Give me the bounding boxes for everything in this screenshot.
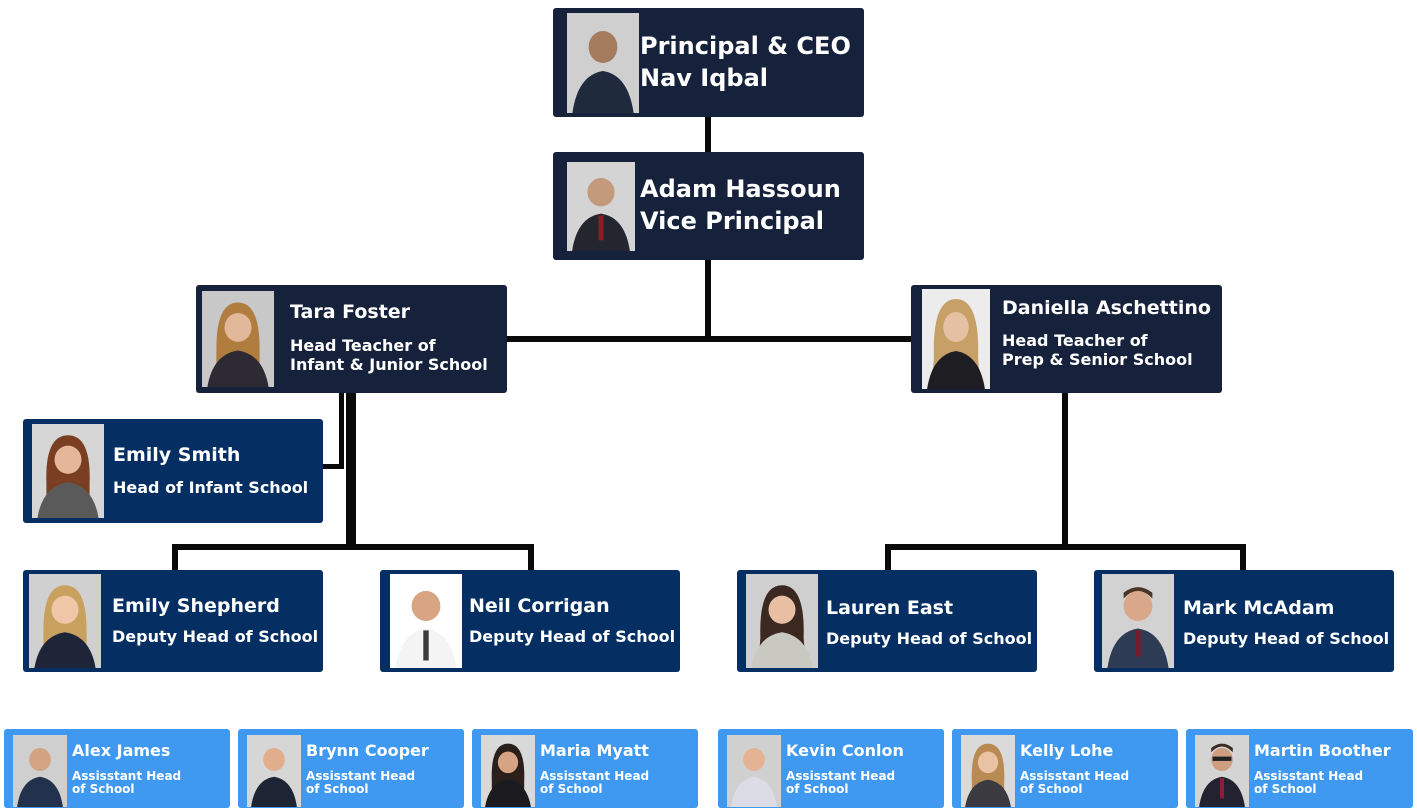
- deputy-photo: [390, 574, 462, 668]
- deputy-card: Neil Corrigan Deputy Head of School: [380, 570, 680, 672]
- assistant-role-line2: of School: [1020, 782, 1083, 796]
- assistant-card: Kelly Lohe Assisstant Head of School: [952, 729, 1178, 808]
- vice-principal-card: Adam Hassoun Vice Principal: [553, 152, 864, 260]
- deputy-name: Mark McAdam: [1183, 597, 1335, 619]
- assistant-photo: [727, 735, 781, 807]
- deputy-photo: [29, 574, 101, 668]
- head-role-line2: Prep & Senior School: [1002, 350, 1193, 369]
- vice-principal-name: Adam Hassoun: [640, 175, 841, 203]
- deputy-photo: [746, 574, 818, 668]
- assistant-role-line1: Assisstant Head: [1020, 769, 1130, 783]
- assistant-card: Alex James Assisstant Head of School: [4, 729, 230, 808]
- assistant-role-line2: of School: [1254, 782, 1317, 796]
- assistant-role-line2: of School: [540, 782, 603, 796]
- connector-tara-infant-a: [339, 392, 344, 468]
- assistant-card: Maria Myatt Assisstant Head of School: [472, 729, 698, 808]
- head-card: Daniella Aschettino Head Teacher of Prep…: [911, 285, 1222, 393]
- assistant-role-line1: Assisstant Head: [72, 769, 182, 783]
- connector-left-deputy-2: [528, 544, 534, 572]
- connector-right-deputy-2: [1240, 544, 1246, 572]
- assistant-name: Martin Boother: [1254, 741, 1391, 760]
- deputy-card: Mark McAdam Deputy Head of School: [1094, 570, 1394, 672]
- vice-principal-title: Vice Principal: [640, 207, 825, 235]
- vice-principal-photo: [567, 162, 635, 251]
- infant-head-name: Emily Smith: [113, 444, 241, 466]
- deputy-name: Neil Corrigan: [469, 595, 610, 617]
- assistant-role-line1: Assisstant Head: [540, 769, 650, 783]
- assistant-name: Kevin Conlon: [786, 741, 904, 760]
- deputy-photo: [1102, 574, 1174, 668]
- assistant-name: Maria Myatt: [540, 741, 649, 760]
- deputy-name: Lauren East: [826, 597, 954, 619]
- head-card: Tara Foster Head Teacher of Infant & Jun…: [196, 285, 507, 393]
- head-role-line2: Infant & Junior School: [290, 355, 488, 374]
- assistant-role-line2: of School: [72, 782, 135, 796]
- deputy-role: Deputy Head of School: [1183, 629, 1390, 648]
- assistant-name: Kelly Lohe: [1020, 741, 1114, 760]
- connector-vice-down: [705, 259, 711, 341]
- ceo-name: Nav Iqbal: [640, 64, 768, 92]
- assistant-photo: [961, 735, 1015, 807]
- infant-head-card: Emily Smith Head of Infant School: [23, 419, 323, 523]
- head-name: Tara Foster: [290, 301, 411, 323]
- assistant-card: Martin Boother Assisstant Head of School: [1186, 729, 1413, 808]
- connector-right-deputies-h: [885, 544, 1246, 550]
- assistant-role-line1: Assisstant Head: [786, 769, 896, 783]
- head-photo: [922, 289, 990, 389]
- deputy-role: Deputy Head of School: [469, 627, 676, 646]
- deputy-role: Deputy Head of School: [112, 627, 319, 646]
- assistant-card: Kevin Conlon Assisstant Head of School: [718, 729, 944, 808]
- connector-left-deputy-1: [172, 544, 178, 572]
- head-name: Daniella Aschettino: [1002, 297, 1211, 319]
- head-photo: [202, 291, 274, 387]
- assistant-role-line1: Assisstant Head: [306, 769, 416, 783]
- assistant-name: Brynn Cooper: [306, 741, 429, 760]
- deputy-role: Deputy Head of School: [826, 629, 1033, 648]
- assistant-role-line2: of School: [786, 782, 849, 796]
- assistant-photo: [481, 735, 535, 807]
- ceo-card: Principal & CEO Nav Iqbal: [553, 8, 864, 117]
- assistant-role-line2: of School: [306, 782, 369, 796]
- connector-left-deputies-h: [172, 544, 534, 550]
- assistant-role-line1: Assisstant Head: [1254, 769, 1364, 783]
- deputy-card: Emily Shepherd Deputy Head of School: [23, 570, 323, 672]
- connector-heads-horizontal: [505, 336, 912, 342]
- connector-right-deputy-1: [885, 544, 891, 572]
- connector-tara-infant-b: [322, 464, 344, 469]
- infant-head-role: Head of Infant School: [113, 478, 309, 497]
- assistant-name: Alex James: [72, 741, 171, 760]
- deputy-name: Emily Shepherd: [112, 595, 280, 617]
- assistant-photo: [1195, 735, 1249, 807]
- deputy-card: Lauren East Deputy Head of School: [737, 570, 1037, 672]
- assistant-photo: [13, 735, 67, 807]
- ceo-title: Principal & CEO: [640, 32, 851, 60]
- assistant-photo: [247, 735, 301, 807]
- connector-tara-deputies: [350, 392, 356, 549]
- connector-daniella-deputies: [1062, 392, 1068, 549]
- head-role-line1: Head Teacher of: [290, 336, 436, 355]
- infant-head-photo: [32, 424, 104, 518]
- head-role-line1: Head Teacher of: [1002, 331, 1148, 350]
- assistant-card: Brynn Cooper Assisstant Head of School: [238, 729, 464, 808]
- connector-ceo-vice: [705, 116, 711, 153]
- ceo-photo: [567, 13, 639, 113]
- connector-tara-infant-c: [346, 392, 350, 547]
